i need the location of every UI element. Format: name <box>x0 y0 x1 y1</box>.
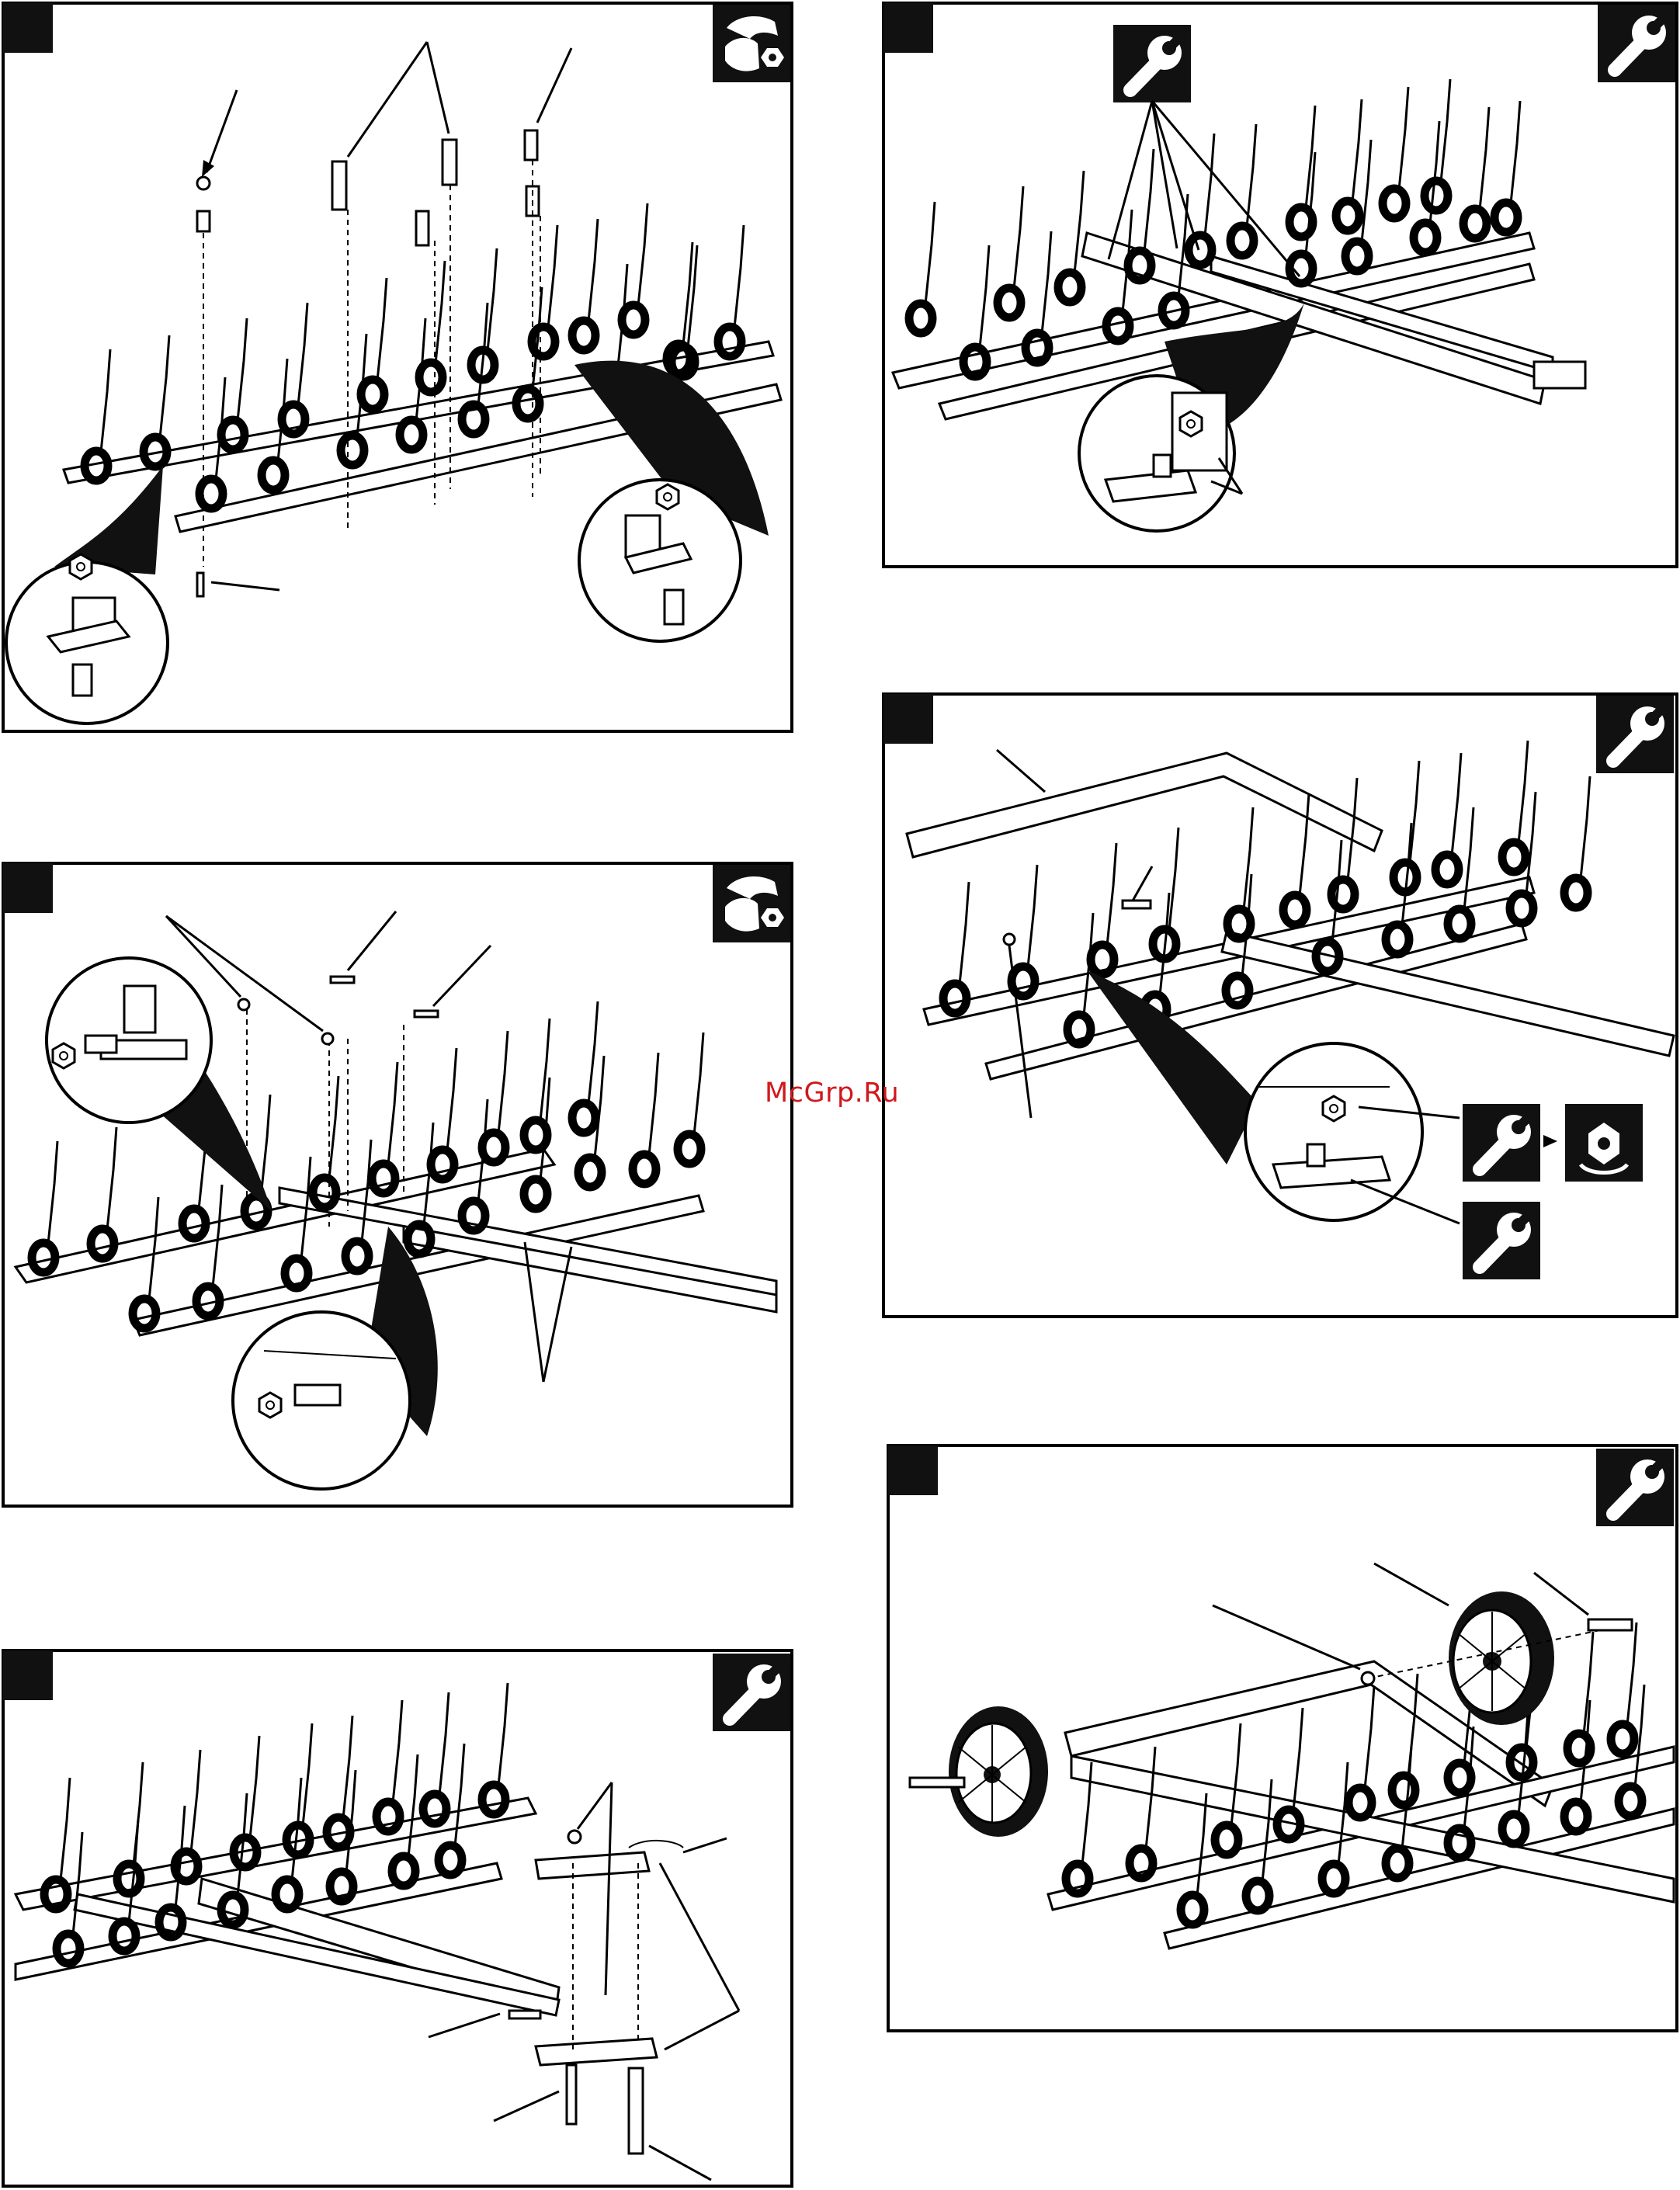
panel-2-step-tab <box>3 863 53 913</box>
axle-bolt-icon <box>1588 1619 1632 1630</box>
wrench-icon <box>1113 25 1191 102</box>
panel-3-step-tab <box>3 1650 53 1700</box>
panel-4-step-tab <box>883 3 933 53</box>
bolt-icon <box>197 573 203 596</box>
axle-bolt-icon <box>910 1778 964 1787</box>
hand-tighten-icon <box>713 5 790 82</box>
panel-6-step-tab <box>888 1446 938 1495</box>
panel-1-step-tab <box>3 3 53 53</box>
clevis-pin-icon <box>629 2068 643 2154</box>
wheel-left <box>949 1706 1048 1837</box>
watermark-text: McGrp.Ru <box>765 1078 899 1109</box>
panel-5-step-tab <box>883 694 933 744</box>
bracket <box>332 161 346 210</box>
bracket <box>416 211 429 245</box>
wrench-icon <box>713 1654 790 1731</box>
bolt-icon <box>415 1011 438 1017</box>
panel-1 <box>3 3 792 731</box>
detail-callout <box>1245 1043 1422 1220</box>
bracket <box>525 130 537 160</box>
bracket <box>197 211 210 231</box>
bolt-icon <box>1123 901 1151 908</box>
nut-icon <box>197 177 210 189</box>
hitch-plate <box>1534 362 1585 388</box>
panel-2 <box>3 863 792 1506</box>
nut-icon <box>1362 1672 1374 1685</box>
wrench-icon <box>1463 1202 1540 1279</box>
rotate-nut-icon <box>1565 1104 1643 1182</box>
panel-5 <box>883 694 1677 1317</box>
bracket <box>443 140 456 185</box>
bolt-icon <box>567 2065 576 2124</box>
wheel-right <box>1449 1591 1554 1725</box>
hand-tighten-icon <box>713 865 790 942</box>
panel-4 <box>883 3 1677 567</box>
wrench-icon <box>1596 1449 1674 1526</box>
nut-icon <box>322 1033 333 1044</box>
wrench-icon <box>1598 5 1675 82</box>
nut-icon <box>1004 934 1015 945</box>
panel-3 <box>3 1650 792 2186</box>
nut-icon <box>238 999 249 1010</box>
wrench-icon <box>1596 696 1674 773</box>
bolt-icon <box>509 2011 540 2018</box>
wrench-icon <box>1463 1104 1540 1182</box>
nut-icon <box>568 1831 581 1843</box>
panel-6 <box>888 1446 1677 2031</box>
bolt-icon <box>331 977 354 983</box>
